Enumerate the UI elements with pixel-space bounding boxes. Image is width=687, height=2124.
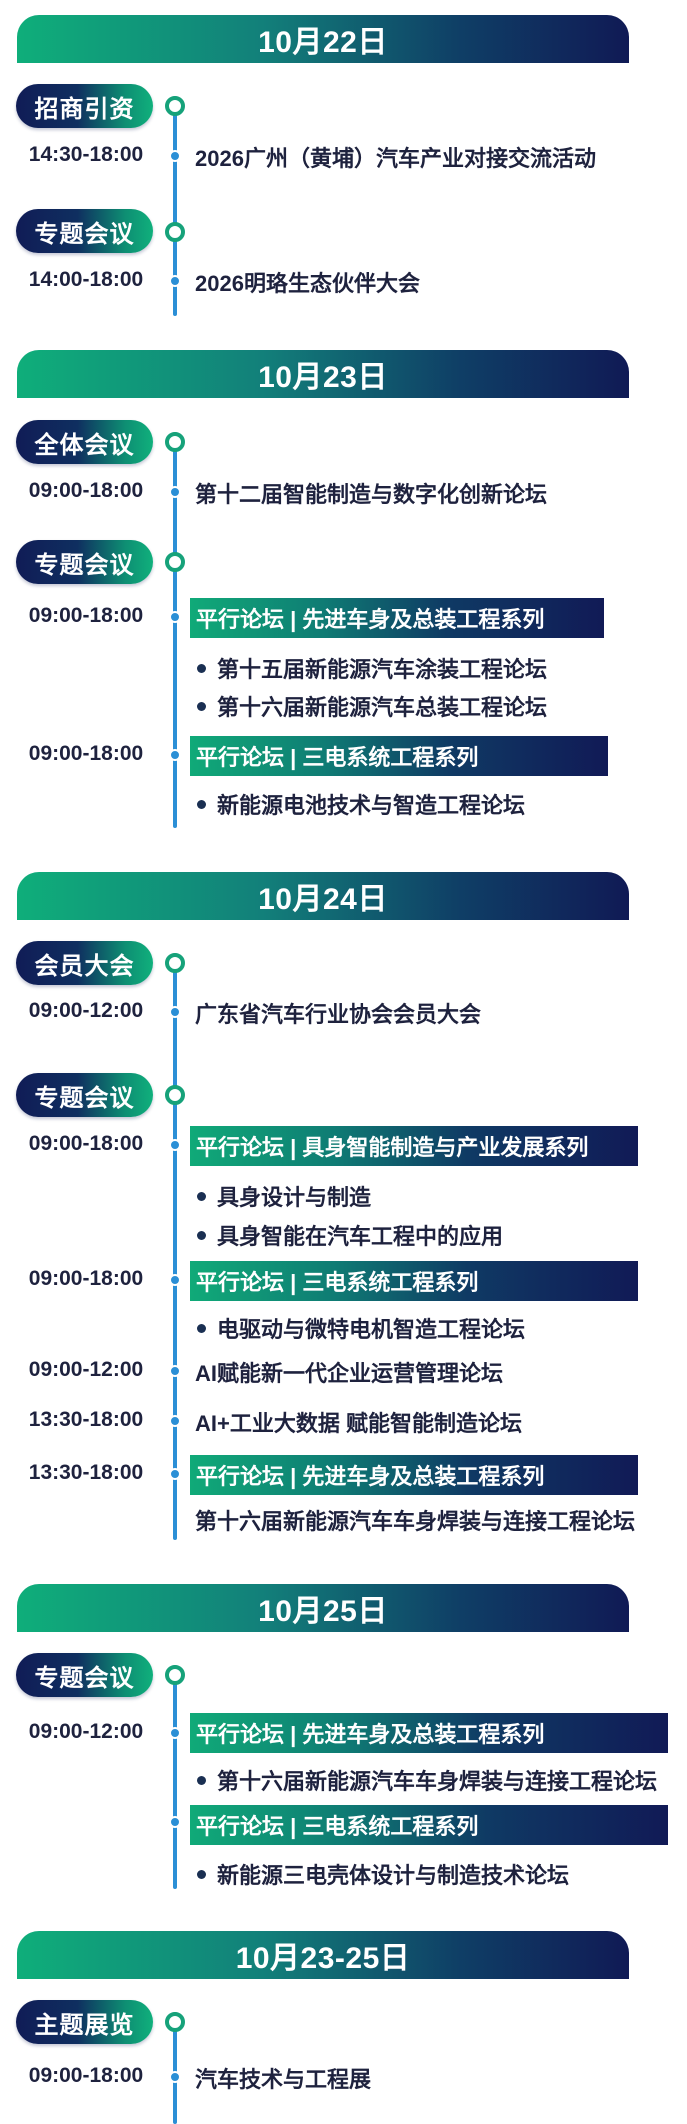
forum-title: 平行论坛 | 三电系统工程系列: [196, 1814, 479, 1839]
event-title: 2026广州（黄埔）汽车产业对接交流活动: [195, 146, 596, 171]
timeline-ring-icon: [165, 2012, 185, 2032]
day-header-1025: 10月25日: [17, 1584, 629, 1632]
day-header-1023-25: 10月23-25日: [17, 1931, 629, 1979]
timeline-line: [173, 1665, 177, 1889]
category-label: 全体会议: [34, 431, 135, 459]
category-pill-exhibition: 主题展览: [16, 2000, 153, 2044]
category-label: 专题会议: [34, 220, 135, 248]
timeline-dot-icon: [169, 1274, 181, 1286]
forum-title-bar: 平行论坛 | 先进车身及总装工程系列: [190, 598, 604, 638]
category-pill-plenary: 全体会议: [16, 420, 153, 464]
timeline-ring-icon: [165, 1085, 185, 1105]
timeline-ring-icon: [165, 1665, 185, 1685]
session-time: 09:00-12:00: [28, 1358, 144, 1381]
forum-entry: 具身智能在汽车工程中的应用: [195, 1219, 503, 1251]
forum-title: 平行论坛 | 三电系统工程系列: [196, 1270, 479, 1295]
forum-title: 平行论坛 | 先进车身及总装工程系列: [196, 1722, 545, 1747]
category-label: 会员大会: [34, 952, 135, 980]
category-pill-topic: 专题会议: [16, 1073, 153, 1117]
forum-entry: 第十五届新能源汽车涂装工程论坛: [195, 652, 547, 684]
session-time: 09:00-18:00: [28, 1132, 144, 1155]
forum-entry: 新能源电池技术与智造工程论坛: [195, 788, 525, 820]
event-title: 第十二届智能制造与数字化创新论坛: [195, 482, 548, 507]
forum-title-bar: 平行论坛 | 具身智能制造与产业发展系列: [190, 1126, 638, 1166]
timeline-line: [173, 953, 177, 1540]
timeline-dot-icon: [169, 1365, 181, 1377]
session-time: 09:00-18:00: [28, 1267, 144, 1290]
forum-title: 平行论坛 | 三电系统工程系列: [196, 745, 479, 770]
timeline-ring-icon: [165, 96, 185, 116]
timeline-ring-icon: [165, 432, 185, 452]
timeline-dot-icon: [169, 275, 181, 287]
forum-title: 平行论坛 | 具身智能制造与产业发展系列: [196, 1135, 589, 1160]
category-label: 招商引资: [34, 95, 135, 123]
category-pill-topic: 专题会议: [16, 540, 153, 584]
timeline-line: [173, 2012, 177, 2124]
session-time: 09:00-18:00: [28, 742, 144, 765]
timeline-dot-icon: [169, 486, 181, 498]
day-header-1023: 10月23日: [17, 350, 629, 398]
session-time: 09:00-12:00: [28, 999, 144, 1022]
forum-entry: 第十六届新能源汽车车身焊装与连接工程论坛: [195, 1764, 657, 1796]
timeline-dot-icon: [169, 1139, 181, 1151]
timeline-dot-icon: [169, 1727, 181, 1739]
timeline-dot-icon: [169, 150, 181, 162]
forum-title: 平行论坛 | 先进车身及总装工程系列: [196, 1464, 545, 1489]
category-pill-topic: 专题会议: [16, 1653, 153, 1697]
event-title: AI+工业大数据 赋能智能制造论坛: [195, 1411, 522, 1436]
category-pill-topic: 专题会议: [16, 209, 153, 253]
category-pill-members: 会员大会: [16, 941, 153, 985]
day-header-1022: 10月22日: [17, 15, 629, 63]
forum-title-bar: 平行论坛 | 先进车身及总装工程系列: [190, 1713, 668, 1753]
forum-entry: 具身设计与制造: [195, 1180, 371, 1212]
forum-entry: 第十六届新能源汽车总装工程论坛: [195, 690, 547, 722]
session-time: 09:00-18:00: [28, 479, 144, 502]
day-date: 10月22日: [258, 26, 388, 59]
category-label: 专题会议: [34, 1664, 135, 1692]
event-title: AI赋能新一代企业运营管理论坛: [195, 1361, 504, 1386]
day-date: 10月25日: [258, 1595, 388, 1628]
forum-title-bar: 平行论坛 | 先进车身及总装工程系列: [190, 1455, 638, 1495]
event-title: 2026明珞生态伙伴大会: [195, 271, 420, 296]
session-time: 09:00-18:00: [28, 604, 144, 627]
session-time: 09:00-12:00: [28, 1720, 144, 1743]
forum-title-bar: 平行论坛 | 三电系统工程系列: [190, 736, 608, 776]
timeline-dot-icon: [169, 1816, 181, 1828]
forum-title-bar: 平行论坛 | 三电系统工程系列: [190, 1805, 668, 1845]
timeline-ring-icon: [165, 222, 185, 242]
forum-entry: 第十六届新能源汽车车身焊装与连接工程论坛: [195, 1509, 636, 1534]
timeline-dot-icon: [169, 1006, 181, 1018]
category-label: 专题会议: [34, 1084, 135, 1112]
session-time: 14:30-18:00: [28, 143, 144, 166]
timeline-ring-icon: [165, 953, 185, 973]
day-date: 10月23-25日: [235, 1942, 411, 1975]
day-date: 10月23日: [258, 361, 388, 394]
forum-title-bar: 平行论坛 | 三电系统工程系列: [190, 1261, 638, 1301]
event-title: 广东省汽车行业协会会员大会: [195, 1002, 482, 1027]
timeline-dot-icon: [169, 611, 181, 623]
event-title: 汽车技术与工程展: [195, 2067, 372, 2092]
timeline-dot-icon: [169, 1415, 181, 1427]
session-time: 14:00-18:00: [28, 268, 144, 291]
timeline-line: [173, 432, 177, 828]
session-time: 13:30-18:00: [28, 1408, 144, 1431]
day-date: 10月24日: [258, 883, 388, 916]
forum-entry: 新能源三电壳体设计与制造技术论坛: [195, 1858, 569, 1890]
category-pill-investment: 招商引资: [16, 84, 153, 128]
session-time: 09:00-18:00: [28, 2064, 144, 2087]
timeline-dot-icon: [169, 749, 181, 761]
timeline-dot-icon: [169, 2071, 181, 2083]
category-label: 主题展览: [34, 2011, 135, 2039]
day-header-1024: 10月24日: [17, 872, 629, 920]
category-label: 专题会议: [34, 551, 135, 579]
forum-entry: 电驱动与微特电机智造工程论坛: [195, 1312, 525, 1344]
session-time: 13:30-18:00: [28, 1461, 144, 1484]
forum-title: 平行论坛 | 先进车身及总装工程系列: [196, 607, 545, 632]
timeline-ring-icon: [165, 552, 185, 572]
timeline-dot-icon: [169, 1468, 181, 1480]
timeline-line: [173, 96, 177, 316]
